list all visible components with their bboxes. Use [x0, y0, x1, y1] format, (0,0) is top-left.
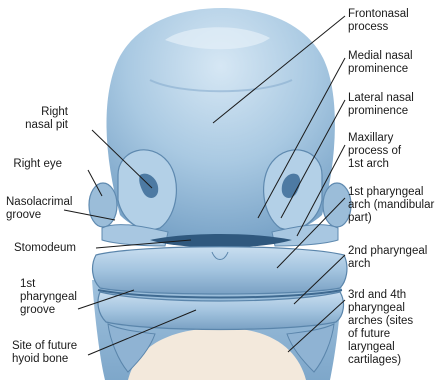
- label-line: arches (sites: [348, 315, 413, 328]
- label-line: part): [348, 212, 434, 225]
- label-line: pharyngeal: [348, 302, 413, 315]
- label-line: groove: [6, 209, 72, 222]
- label-hyoid-bone: Site of future hyoid bone: [12, 340, 77, 366]
- label-line: 1st pharyngeal: [348, 186, 434, 199]
- label-nasolacrimal-groove: Nasolacrimal groove: [6, 196, 72, 222]
- label-medial-nasal-prominence: Medial nasal prominence: [348, 50, 413, 76]
- label-line: Right: [25, 106, 68, 119]
- label-line: Site of future: [12, 340, 77, 353]
- label-line: arch (mandibular: [348, 199, 434, 212]
- label-line: cartilages): [348, 354, 413, 367]
- label-line: Medial nasal: [348, 50, 413, 63]
- label-second-pharyngeal-arch: 2nd pharyngeal arch: [348, 245, 427, 271]
- label-stomodeum: Stomodeum: [14, 242, 76, 255]
- label-line: process: [348, 21, 409, 34]
- label-line: pharyngeal: [20, 291, 77, 304]
- label-line: Right eye: [13, 158, 62, 171]
- label-maxillary-process: Maxillary process of 1st arch: [348, 132, 401, 171]
- label-line: prominence: [348, 105, 414, 118]
- label-line: 1st: [20, 278, 77, 291]
- label-right-eye: Right eye: [13, 158, 62, 171]
- label-line: 1st arch: [348, 158, 401, 171]
- label-frontonasal-process: Frontonasal process: [348, 8, 409, 34]
- label-line: hyoid bone: [12, 353, 77, 366]
- label-line: laryngeal: [348, 341, 413, 354]
- left-eye-bulge: [323, 183, 351, 227]
- label-line: 3rd and 4th: [348, 289, 413, 302]
- label-line: Lateral nasal: [348, 92, 414, 105]
- label-line: Stomodeum: [14, 242, 76, 255]
- label-line: process of: [348, 145, 401, 158]
- label-line: nasal pit: [25, 119, 68, 132]
- label-third-fourth-arches: 3rd and 4th pharyngeal arches (sites of …: [348, 289, 413, 367]
- label-right-nasal-pit: Right nasal pit: [25, 106, 68, 132]
- first-pharyngeal-arch: [93, 247, 347, 294]
- label-line: prominence: [348, 63, 413, 76]
- label-line: Nasolacrimal: [6, 196, 72, 209]
- label-first-pharyngeal-groove: 1st pharyngeal groove: [20, 278, 77, 317]
- right-eye-bulge: [89, 183, 117, 227]
- label-line: groove: [20, 304, 77, 317]
- label-line: arch: [348, 258, 427, 271]
- label-line: Maxillary: [348, 132, 401, 145]
- label-line: of future: [348, 328, 413, 341]
- label-line: Frontonasal: [348, 8, 409, 21]
- label-first-pharyngeal-arch: 1st pharyngeal arch (mandibular part): [348, 186, 434, 225]
- label-lateral-nasal-prominence: Lateral nasal prominence: [348, 92, 414, 118]
- label-line: 2nd pharyngeal: [348, 245, 427, 258]
